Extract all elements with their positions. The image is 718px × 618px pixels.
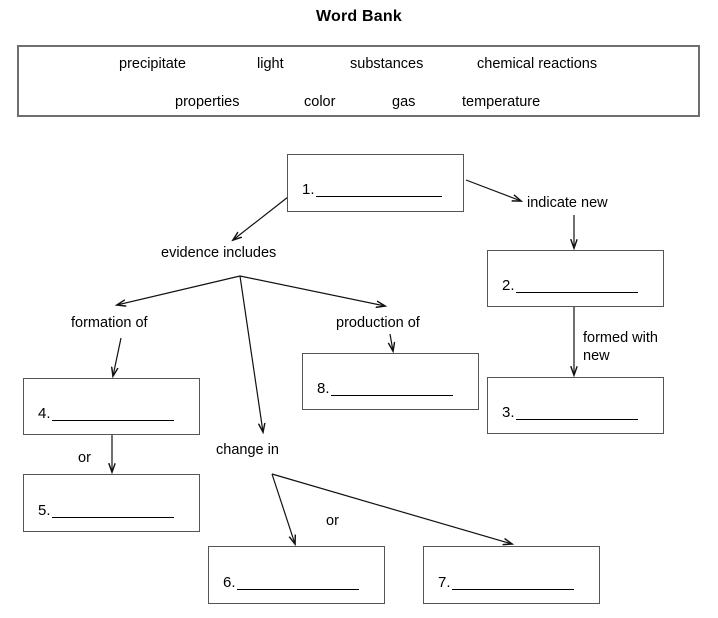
answer-box-6-number: 6. bbox=[223, 574, 236, 591]
connector-evidence-to-formation-of bbox=[117, 275, 241, 305]
word-bank-term-light[interactable]: light bbox=[257, 56, 284, 72]
answer-box-5[interactable]: 5. bbox=[23, 474, 200, 532]
connector-change-in-to-n7 bbox=[271, 473, 512, 544]
word-bank-panel: precipitate light substances chemical re… bbox=[17, 45, 700, 117]
answer-box-1-blank[interactable] bbox=[315, 183, 442, 197]
connector-production-of-to-n8 bbox=[390, 333, 393, 351]
answer-box-4-number: 4. bbox=[38, 405, 51, 422]
answer-box-1-number: 1. bbox=[302, 181, 315, 198]
word-bank-term-properties[interactable]: properties bbox=[175, 94, 240, 110]
answer-box-2-blank[interactable] bbox=[515, 279, 638, 293]
edge-label-formed-with-new: formed with new bbox=[583, 330, 658, 364]
edge-label-or-left: or bbox=[78, 450, 91, 466]
word-bank-term-color[interactable]: color bbox=[304, 94, 336, 110]
word-bank-term-precipitate[interactable]: precipitate bbox=[119, 56, 186, 72]
answer-box-4-blank[interactable] bbox=[51, 407, 174, 421]
edge-label-evidence-includes: evidence includes bbox=[161, 245, 277, 261]
connector-evidence-to-production-of bbox=[239, 275, 385, 306]
connector-n1-to-evidence-includes bbox=[233, 196, 289, 240]
answer-box-3[interactable]: 3. bbox=[487, 377, 664, 434]
answer-box-4[interactable]: 4. bbox=[23, 378, 200, 435]
edge-label-change-in: change in bbox=[216, 442, 279, 458]
answer-box-1[interactable]: 1. bbox=[287, 154, 464, 212]
connector-change-in-to-n6 bbox=[271, 473, 295, 544]
answer-box-7-blank[interactable] bbox=[451, 576, 574, 590]
answer-box-8-number: 8. bbox=[317, 380, 330, 397]
answer-box-8[interactable]: 8. bbox=[302, 353, 479, 410]
answer-box-2-number: 2. bbox=[502, 277, 515, 294]
answer-box-6[interactable]: 6. bbox=[208, 546, 385, 604]
edge-label-or-bottom: or bbox=[326, 513, 339, 529]
word-bank-term-temperature[interactable]: temperature bbox=[462, 94, 541, 110]
connector-formation-of-to-n4 bbox=[113, 337, 122, 376]
edge-label-formation-of: formation of bbox=[71, 315, 148, 331]
answer-box-6-blank[interactable] bbox=[236, 576, 359, 590]
answer-box-7[interactable]: 7. bbox=[423, 546, 600, 604]
word-bank-term-gas[interactable]: gas bbox=[392, 94, 416, 110]
word-bank-term-substances[interactable]: substances bbox=[350, 56, 424, 72]
connector-evidence-to-change-in bbox=[239, 275, 263, 432]
answer-box-3-blank[interactable] bbox=[515, 406, 638, 420]
edge-label-indicate-new: indicate new bbox=[527, 195, 608, 211]
answer-box-7-number: 7. bbox=[438, 574, 451, 591]
edge-label-production-of: production of bbox=[336, 315, 420, 331]
answer-box-2[interactable]: 2. bbox=[487, 250, 664, 307]
answer-box-5-number: 5. bbox=[38, 502, 51, 519]
connector-n1-to-indicate-new bbox=[465, 179, 521, 201]
answer-box-8-blank[interactable] bbox=[330, 382, 453, 396]
answer-box-3-number: 3. bbox=[502, 404, 515, 421]
answer-box-5-blank[interactable] bbox=[51, 504, 174, 518]
word-bank-term-chemical-reactions[interactable]: chemical reactions bbox=[477, 56, 598, 72]
page-title: Word Bank bbox=[316, 8, 402, 25]
